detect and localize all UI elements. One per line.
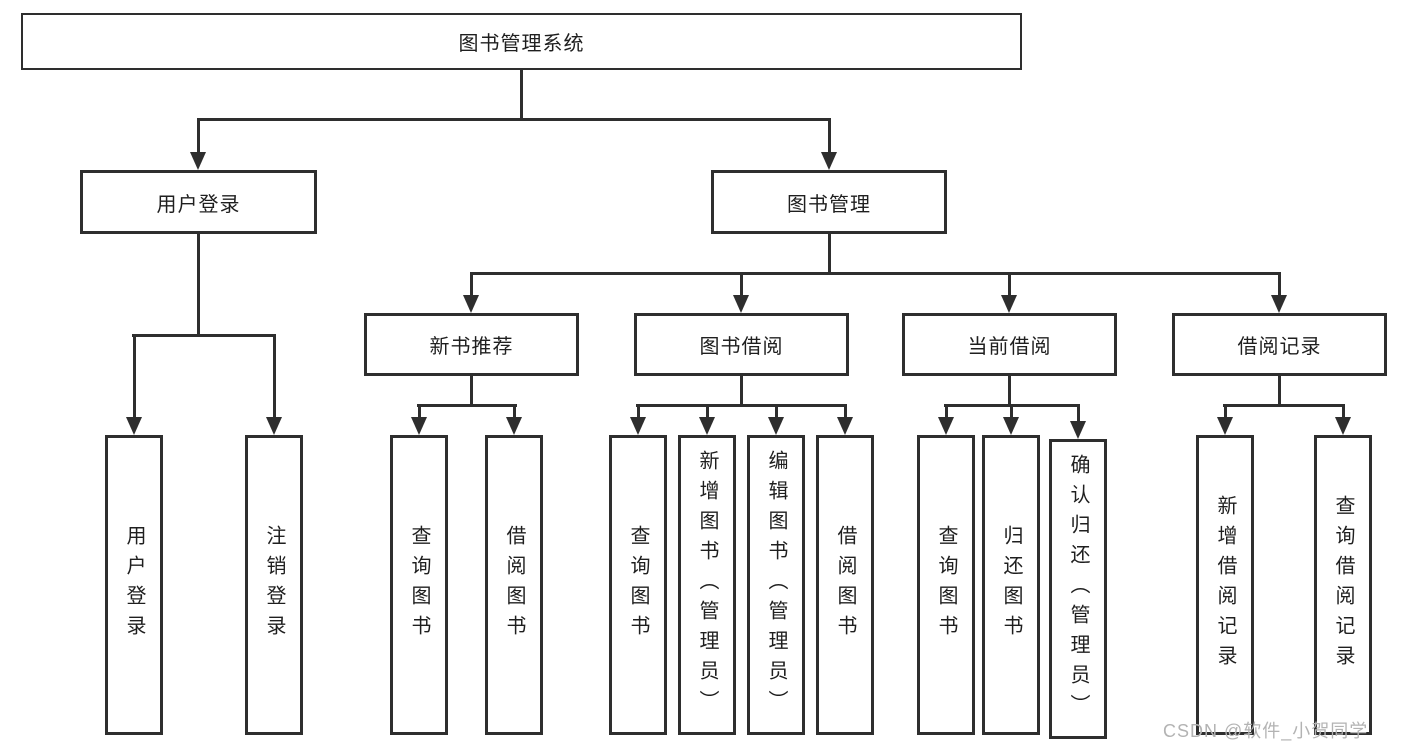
connector-group-stub	[1278, 375, 1281, 405]
connector-arrow-shaft	[945, 404, 948, 417]
node-edit-book-admin: 编辑图书（管理员）	[747, 435, 805, 735]
arrow-down-icon	[1271, 295, 1287, 313]
connector-arrow-shaft	[706, 404, 709, 417]
node-borrow-books-leaf: 借阅图书	[816, 435, 874, 735]
node-add-borrow-record: 新增借阅记录	[1196, 435, 1254, 735]
arrow-down-icon	[837, 417, 853, 435]
connector-group-branch	[417, 404, 517, 407]
arrow-down-icon	[1217, 417, 1233, 435]
node-current-borrow: 当前借阅	[902, 313, 1117, 376]
connector-group-branch	[636, 404, 847, 407]
connector-arrow-shaft	[133, 334, 136, 417]
node-confirm-return-admin: 确认归还（管理员）	[1049, 439, 1107, 739]
node-add-book-admin: 新增图书（管理员）	[678, 435, 736, 735]
connector-mgmt-branch	[470, 272, 1281, 275]
connector-arrow-shaft	[1224, 404, 1227, 417]
node-return-book: 归还图书	[982, 435, 1040, 735]
connector-group-stub	[470, 375, 473, 405]
arrow-down-icon	[266, 417, 282, 435]
connector-arrow-shaft	[1278, 272, 1281, 295]
connector-arrow-shaft	[844, 404, 847, 417]
connector-arrow-shaft	[418, 404, 421, 417]
arrow-down-icon	[630, 417, 646, 435]
connector-arrow-shaft	[828, 118, 831, 152]
node-book-borrow: 图书借阅	[634, 313, 849, 376]
connector-mgmt-stub	[828, 233, 831, 273]
arrow-down-icon	[768, 417, 784, 435]
connector-arrow-shaft	[1010, 404, 1013, 417]
connector-group-branch	[1223, 404, 1345, 407]
csdn-watermark: CSDN @软件_小贺同学	[1163, 721, 1369, 741]
connector-root-stub	[520, 69, 523, 119]
connector-arrow-shaft	[273, 334, 276, 417]
arrow-down-icon	[1335, 417, 1351, 435]
node-borrow-books-recommend: 借阅图书	[485, 435, 543, 735]
node-book-management: 图书管理	[711, 170, 947, 234]
connector-arrow-shaft	[775, 404, 778, 417]
node-query-books-borrow: 查询图书	[609, 435, 667, 735]
connector-arrow-shaft	[197, 118, 200, 152]
connector-arrow-shaft	[470, 272, 473, 295]
arrow-down-icon	[1070, 421, 1086, 439]
arrow-down-icon	[190, 152, 206, 170]
arrow-down-icon	[463, 295, 479, 313]
arrow-down-icon	[1001, 295, 1017, 313]
arrow-down-icon	[126, 417, 142, 435]
connector-login-branch	[132, 334, 276, 337]
node-borrow-records: 借阅记录	[1172, 313, 1387, 376]
connector-arrow-shaft	[513, 404, 516, 417]
node-library-system: 图书管理系统	[21, 13, 1022, 70]
node-user-login: 用户登录	[80, 170, 317, 234]
arrow-down-icon	[1003, 417, 1019, 435]
arrow-down-icon	[506, 417, 522, 435]
node-new-book-recommend: 新书推荐	[364, 313, 579, 376]
node-query-borrow-record: 查询借阅记录	[1314, 435, 1372, 735]
node-query-books-recommend: 查询图书	[390, 435, 448, 735]
arrow-down-icon	[733, 295, 749, 313]
connector-arrow-shaft	[740, 272, 743, 295]
connector-arrow-shaft	[1077, 404, 1080, 421]
arrow-down-icon	[938, 417, 954, 435]
arrow-down-icon	[821, 152, 837, 170]
connector-group-stub	[1008, 375, 1011, 405]
connector-arrow-shaft	[637, 404, 640, 417]
arrow-down-icon	[411, 417, 427, 435]
arrow-down-icon	[699, 417, 715, 435]
connector-arrow-shaft	[1008, 272, 1011, 295]
node-logout-leaf: 注销登录	[245, 435, 303, 735]
connector-login-stub	[197, 233, 200, 335]
connector-arrow-shaft	[1342, 404, 1345, 417]
node-user-login-leaf: 用户登录	[105, 435, 163, 735]
node-query-books-current: 查询图书	[917, 435, 975, 735]
connector-group-stub	[740, 375, 743, 405]
connector-root-branch	[197, 118, 831, 121]
